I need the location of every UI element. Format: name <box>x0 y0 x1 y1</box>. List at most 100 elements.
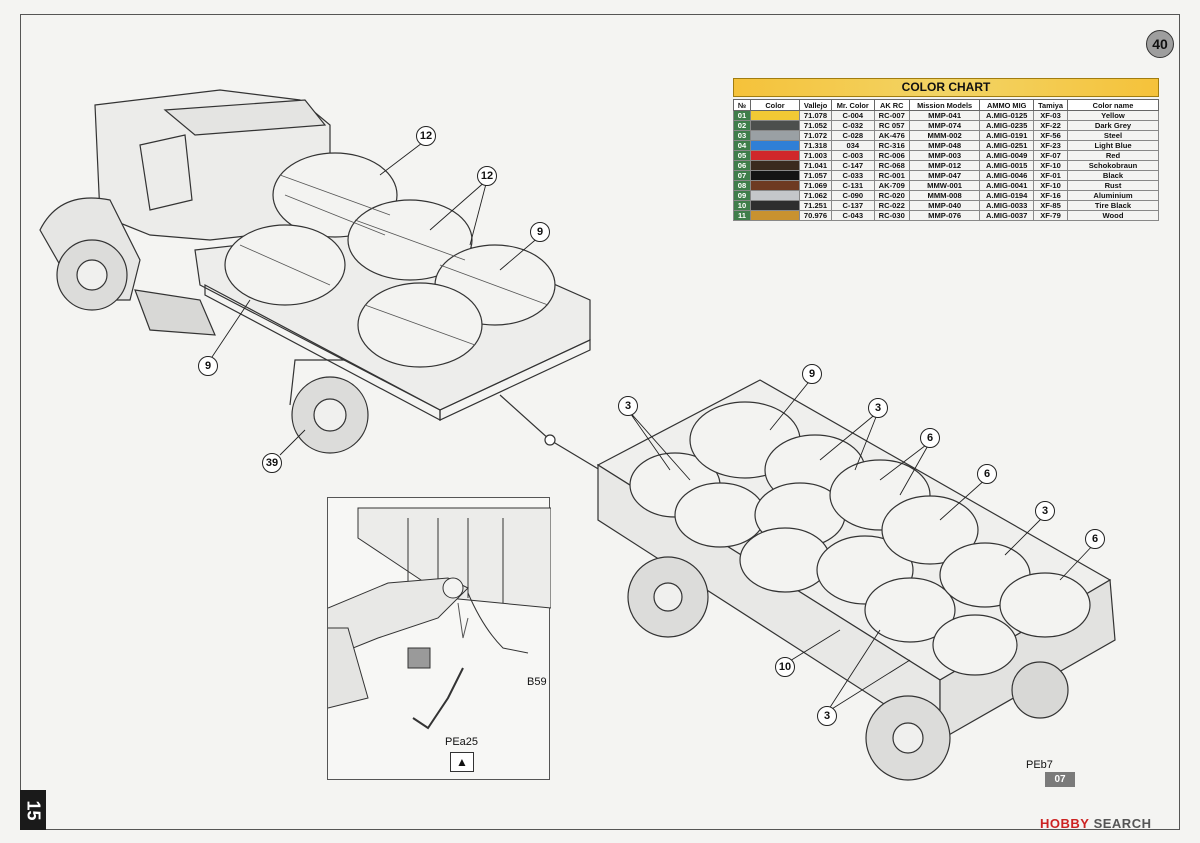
color-chart-header-cell: AK RC <box>873 99 910 111</box>
color-chart-cell-ak: RC-007 <box>873 110 910 121</box>
color-chart-cell-ak: RC-068 <box>873 160 910 171</box>
color-chart-cell-tamiya: XF-56 <box>1033 130 1068 141</box>
color-chart-cell-ak: RC-006 <box>873 150 910 161</box>
color-swatch <box>750 110 800 121</box>
color-chart-cell-tamiya: XF-10 <box>1033 180 1068 191</box>
callout-part-12: 12 <box>477 166 497 186</box>
color-chart-header-cell: Color <box>750 99 800 111</box>
color-chart-cell-no: 04 <box>733 140 751 151</box>
color-chart-cell-mr: C-033 <box>831 170 875 181</box>
part-label-pea25: PEa25 <box>445 736 479 748</box>
color-chart-cell-tamiya: XF-07 <box>1033 150 1068 161</box>
color-chart-header-cell: Mission Models <box>908 99 981 111</box>
color-chart-cell-mm: MMP-048 <box>908 140 981 151</box>
callout-part-3: 3 <box>817 706 837 726</box>
color-swatch <box>750 160 800 171</box>
part-label-b59: B59 <box>527 676 547 688</box>
color-chart-cell-vallejo: 71.251 <box>798 200 833 211</box>
color-chart-cell-ammo: A.MIG-0033 <box>979 200 1035 211</box>
color-chart-cell-vallejo: 71.078 <box>798 110 833 121</box>
color-swatch <box>750 170 800 181</box>
color-chart-cell-tamiya: XF-10 <box>1033 160 1068 171</box>
callout-part-3: 3 <box>618 396 638 416</box>
callout-part-10: 10 <box>775 657 795 677</box>
color-chart-cell-name: Dark Grey <box>1067 120 1159 131</box>
color-chart-cell-name: Tire Black <box>1067 200 1159 211</box>
color-chart-cell-ammo: A.MIG-0049 <box>979 150 1035 161</box>
color-chart-header-cell: AMMO MIG <box>979 99 1035 111</box>
color-chart-cell-no: 05 <box>733 150 751 161</box>
color-chart-cell-mm: MMP-012 <box>908 160 981 171</box>
color-chart-cell-mr: C-137 <box>831 200 875 211</box>
color-chart-cell-vallejo: 71.003 <box>798 150 833 161</box>
color-chart-header-cell: Color name <box>1067 99 1159 111</box>
color-chart-cell-no: 07 <box>733 170 751 181</box>
color-chart-cell-ammo: A.MIG-0235 <box>979 120 1035 131</box>
part-label-peb7: PEb7 <box>1026 759 1053 771</box>
color-chart-title: COLOR CHART <box>733 78 1159 97</box>
color-chart-cell-ammo: A.MIG-0041 <box>979 180 1035 191</box>
color-chart-cell-name: Wood <box>1067 210 1159 221</box>
color-chart-header-cell: Tamiya <box>1033 99 1068 111</box>
callout-part-9: 9 <box>530 222 550 242</box>
color-chart-cell-tamiya: XF-03 <box>1033 110 1068 121</box>
watermark: HOBBY SEARCH <box>1040 816 1152 831</box>
color-chart-cell-tamiya: XF-22 <box>1033 120 1068 131</box>
color-chart-cell-name: Light Blue <box>1067 140 1159 151</box>
color-chart-cell-vallejo: 71.318 <box>798 140 833 151</box>
color-swatch <box>750 210 800 221</box>
color-chart-cell-mr: C-004 <box>831 110 875 121</box>
color-chart-cell-vallejo: 70.976 <box>798 210 833 221</box>
color-chart-cell-name: Yellow <box>1067 110 1159 121</box>
color-chart-cell-name: Steel <box>1067 130 1159 141</box>
color-chart-cell-name: Red <box>1067 150 1159 161</box>
callout-part-39: 39 <box>262 453 282 473</box>
page-number: 40 <box>1146 30 1174 58</box>
color-chart-cell-mr: C-147 <box>831 160 875 171</box>
color-chart-cell-ak: RC-316 <box>873 140 910 151</box>
color-chart-header-cell: Mr. Color <box>831 99 875 111</box>
color-chart-header-cell: № <box>733 99 751 111</box>
color-chart-header-cell: Vallejo <box>798 99 833 111</box>
color-chart-cell-tamiya: XF-79 <box>1033 210 1068 221</box>
callout-part-12: 12 <box>416 126 436 146</box>
color-chart-cell-name: Aluminium <box>1067 190 1159 201</box>
color-chart-cell-ak: AK-476 <box>873 130 910 141</box>
color-chart-cell-ammo: A.MIG-0194 <box>979 190 1035 201</box>
callout-part-6: 6 <box>1085 529 1105 549</box>
color-chart-cell-mm: MMW-001 <box>908 180 981 191</box>
color-swatch <box>750 120 800 131</box>
color-chart-cell-tamiya: XF-23 <box>1033 140 1068 151</box>
color-chart-cell-ammo: A.MIG-0037 <box>979 210 1035 221</box>
color-chart-cell-ammo: A.MIG-0046 <box>979 170 1035 181</box>
color-chart-cell-no: 06 <box>733 160 751 171</box>
color-chart-cell-vallejo: 71.062 <box>798 190 833 201</box>
color-swatch <box>750 190 800 201</box>
color-chart-cell-ak: RC 057 <box>873 120 910 131</box>
color-chart-cell-tamiya: XF-01 <box>1033 170 1068 181</box>
color-chart-cell-no: 01 <box>733 110 751 121</box>
callout-part-9: 9 <box>802 364 822 384</box>
detail-inset-drawing <box>327 507 552 730</box>
color-chart-cell-ak: RC-030 <box>873 210 910 221</box>
color-swatch <box>750 200 800 211</box>
color-chart-cell-mr: C-028 <box>831 130 875 141</box>
color-chart-cell-mm: MMP-076 <box>908 210 981 221</box>
color-chart-cell-mm: MMP-040 <box>908 200 981 211</box>
color-chart-cell-mm: MMP-047 <box>908 170 981 181</box>
color-chart-cell-mr: C-032 <box>831 120 875 131</box>
color-swatch <box>750 130 800 141</box>
color-chart-cell-tamiya: XF-85 <box>1033 200 1068 211</box>
color-swatch <box>750 140 800 151</box>
color-chart-cell-mr: C-090 <box>831 190 875 201</box>
